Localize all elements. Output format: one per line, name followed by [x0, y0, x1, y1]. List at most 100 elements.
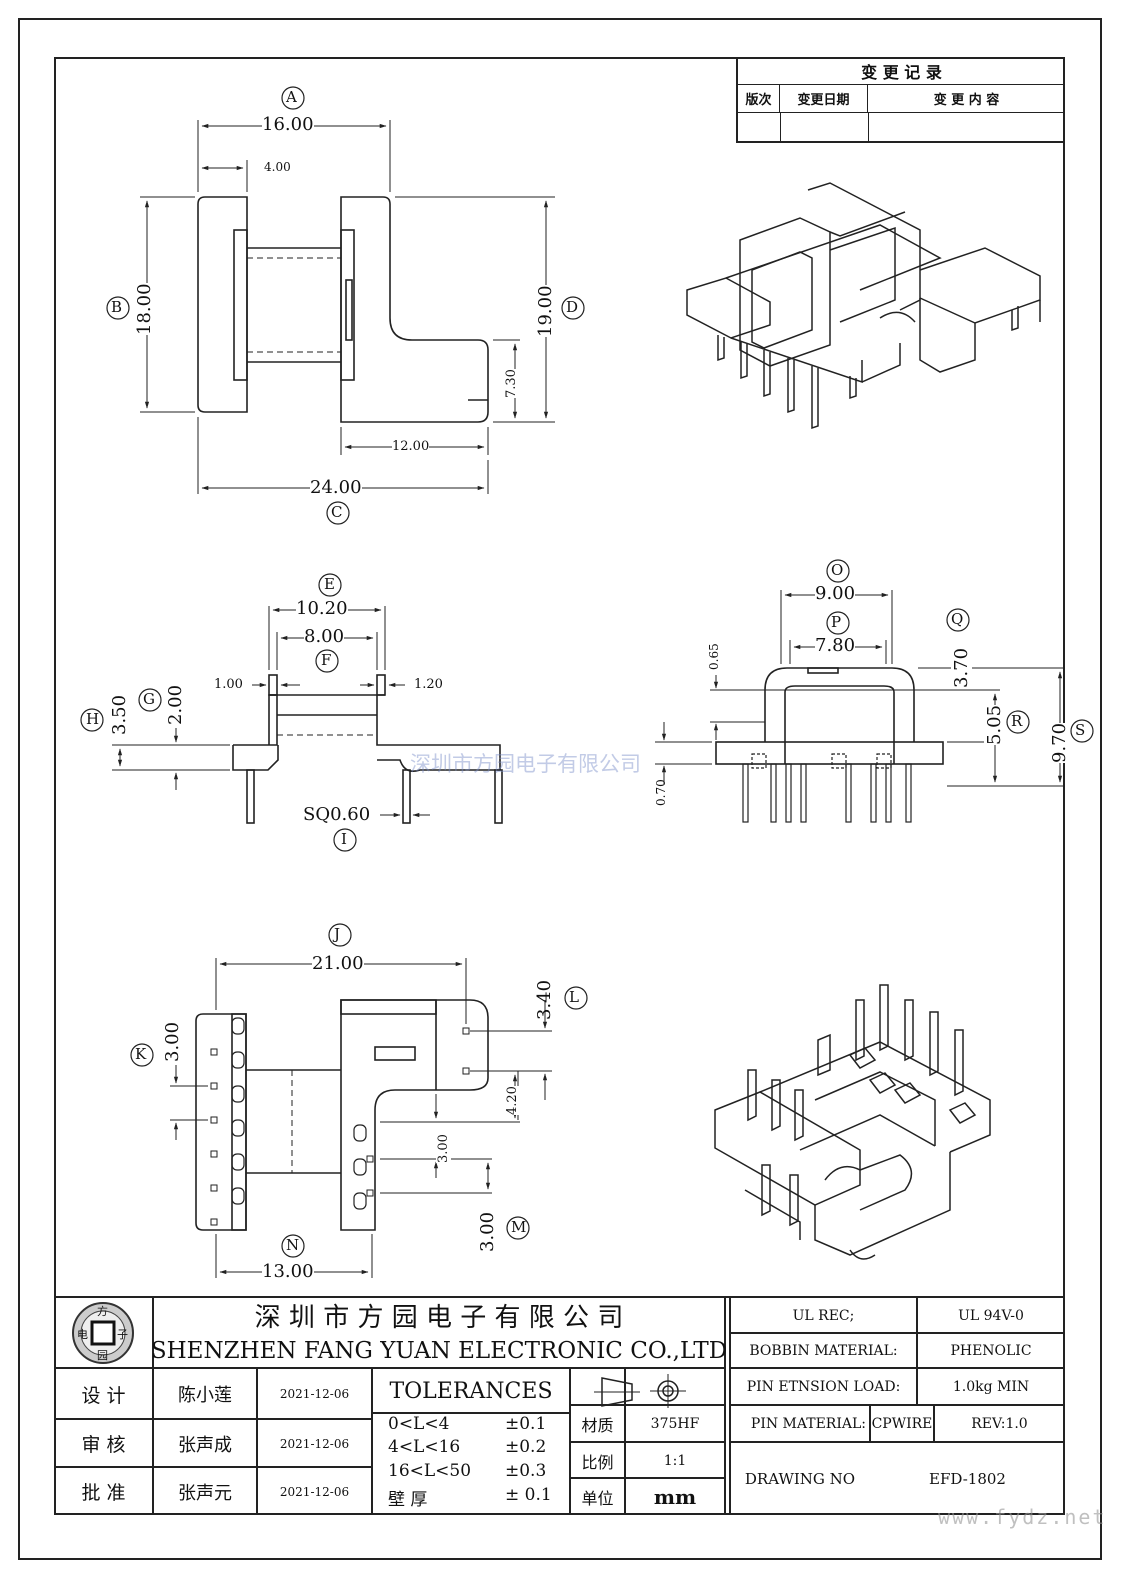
- design-name: 陈小莲: [178, 1385, 232, 1406]
- dim-q: 3.70: [951, 647, 972, 688]
- isometric-view-bottom: [714, 984, 991, 1260]
- label-l: L: [569, 988, 579, 1006]
- tol1-value: ±0.1: [505, 1414, 547, 1434]
- label-r: R: [1011, 712, 1023, 730]
- pin-load-value: 1.0kg MIN: [952, 1379, 1030, 1395]
- design-label: 设 计: [81, 1384, 126, 1407]
- logo-char-right: 子: [117, 1328, 128, 1341]
- tol3-value: ±0.3: [505, 1461, 547, 1481]
- logo-char-left: 电: [77, 1328, 88, 1341]
- label-k: K: [135, 1045, 147, 1063]
- dim-sq: SQ0.60: [303, 804, 371, 825]
- label-q: Q: [951, 610, 964, 628]
- dim-4: 4.00: [264, 160, 291, 174]
- check-date: 2021-12-06: [279, 1436, 350, 1451]
- side-view: [80, 573, 503, 852]
- dim-s: 9.70: [1049, 722, 1070, 763]
- label-m: M: [511, 1218, 527, 1236]
- tol3-range: 16<L<50: [388, 1461, 472, 1481]
- dim-h: 3.50: [109, 694, 130, 735]
- watermark-text: 深圳市方园电子有限公司: [410, 752, 641, 776]
- label-i: I: [341, 830, 347, 848]
- dim-b: 18.00: [134, 283, 155, 335]
- tol2-value: ±0.2: [505, 1437, 547, 1457]
- dim-730: 7.30: [504, 369, 519, 398]
- label-f: F: [321, 651, 332, 669]
- ul-rec-value: UL 94V-0: [958, 1307, 1024, 1324]
- change-row-divider-1: [780, 113, 781, 141]
- label-d: D: [566, 298, 579, 316]
- company-name-cn: 深 圳 市 方 园 电 子 有 限 公 司: [254, 1302, 624, 1333]
- label-h: H: [86, 710, 100, 728]
- label-o: O: [831, 561, 844, 579]
- label-p: P: [831, 613, 842, 631]
- tol1-range: 0<L<4: [388, 1414, 450, 1434]
- dim-f: 8.00: [304, 626, 345, 647]
- logo-char-bottom: 园: [97, 1349, 108, 1362]
- tolerances-title: TOLERANCES: [389, 1378, 553, 1404]
- revision: REV:1.0: [971, 1416, 1028, 1432]
- logo-char-top: 方: [97, 1305, 108, 1318]
- dim-n: 13.00: [262, 1261, 314, 1282]
- label-j: J: [334, 925, 341, 943]
- dim-e: 10.20: [296, 598, 348, 619]
- dim-k: 3.00: [162, 1021, 183, 1062]
- dim-p: 7.80: [815, 635, 856, 656]
- dim-c: 24.00: [310, 477, 362, 498]
- dim-070: 0.70: [654, 779, 668, 806]
- change-col-date: 变更日期: [780, 85, 868, 113]
- label-c: C: [331, 503, 343, 521]
- company-name-en: SHENZHEN FANG YUAN ELECTRONIC CO.,LTD: [150, 1338, 728, 1364]
- isometric-view-top: [686, 182, 1041, 430]
- scale-value: 1:1: [663, 1452, 687, 1469]
- projection-symbol: [594, 1374, 686, 1408]
- dim-120: 1.20: [414, 677, 443, 692]
- change-record-table: 变 更 记 录 版次 变更日期 变 更 内 容: [736, 57, 1065, 143]
- pin-load-label: PIN ETNSION LOAD:: [746, 1379, 901, 1395]
- company-logo: [72, 1302, 134, 1364]
- label-n: N: [286, 1236, 300, 1254]
- dim-m: 3.00: [477, 1211, 498, 1252]
- dim-d: 19.00: [535, 285, 556, 337]
- bobbin-material-label: BOBBIN MATERIAL:: [749, 1343, 898, 1359]
- pin-material-label: PIN MATERIAL:: [750, 1416, 866, 1432]
- bobbin-material-value: PHENOLIC: [950, 1343, 1032, 1359]
- drawing-no-value: EFD-1802: [929, 1470, 1006, 1488]
- pin-material-value: CPWIRE: [871, 1416, 933, 1432]
- approve-name: 张声元: [178, 1482, 232, 1504]
- top-view: [106, 86, 585, 525]
- change-col-version: 版次: [738, 85, 780, 113]
- label-e: E: [324, 575, 335, 593]
- drawing-no-label: DRAWING NO: [744, 1470, 856, 1488]
- dim-o: 9.00: [815, 583, 856, 604]
- dim-1200: 12.00: [392, 439, 430, 454]
- bottom-view: [130, 923, 588, 1278]
- unit-label: 单位: [581, 1489, 614, 1508]
- approve-date: 2021-12-06: [279, 1484, 350, 1499]
- label-a: A: [286, 88, 297, 106]
- dim-g: 2.00: [165, 684, 186, 725]
- dim-100: 1.00: [214, 677, 243, 692]
- check-name: 张声成: [178, 1434, 232, 1456]
- tol2-range: 4<L<16: [388, 1437, 461, 1457]
- dim-300b: 3.00: [436, 1134, 451, 1163]
- watermark-url: www.fydz.net: [938, 1505, 1107, 1529]
- change-record-title: 变 更 记 录: [738, 57, 1065, 85]
- tol4-range: 壁 厚: [388, 1490, 428, 1510]
- approve-label: 批 准: [81, 1482, 126, 1504]
- unit-value: mm: [653, 1485, 697, 1509]
- check-label: 审 核: [81, 1434, 126, 1456]
- title-block-grid: [54, 1296, 1065, 1515]
- dim-065: 0.65: [707, 643, 721, 670]
- change-row-divider-2: [868, 113, 869, 141]
- design-date: 2021-12-06: [279, 1387, 350, 1401]
- tol4-value: ± 0.1: [505, 1485, 552, 1505]
- dim-l: 3.40: [534, 979, 555, 1020]
- label-b: B: [111, 298, 123, 316]
- dim-a: 16.00: [262, 114, 314, 135]
- outer-frame: [18, 18, 1102, 1560]
- label-s: S: [1075, 721, 1086, 739]
- material-value: 375HF: [650, 1416, 700, 1432]
- ul-rec-label: UL REC;: [792, 1307, 855, 1324]
